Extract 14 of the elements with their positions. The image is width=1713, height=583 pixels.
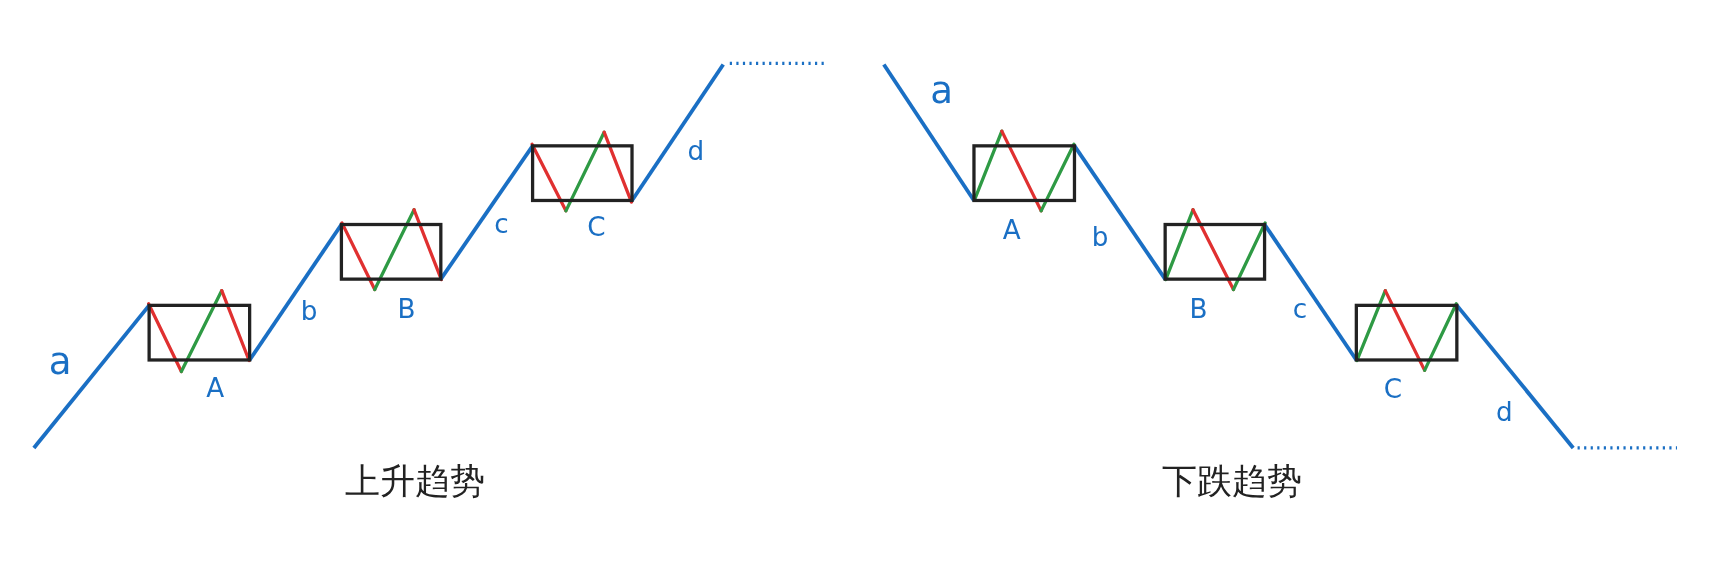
box-label: C bbox=[1383, 375, 1403, 403]
range-box bbox=[530, 144, 634, 203]
range-box bbox=[972, 144, 1077, 203]
box-label: B bbox=[1189, 296, 1208, 323]
box-label: C bbox=[587, 214, 606, 241]
range-box bbox=[1163, 222, 1267, 281]
trend-title: 下跌趋势 bbox=[1162, 463, 1303, 499]
box-label: A bbox=[206, 374, 225, 401]
box-label: B bbox=[397, 296, 416, 323]
box-label: A bbox=[1002, 217, 1021, 244]
range-box bbox=[1354, 303, 1459, 362]
range-box bbox=[339, 222, 443, 281]
range-box bbox=[147, 303, 252, 362]
trend-title: 上升趋势 bbox=[345, 463, 486, 499]
